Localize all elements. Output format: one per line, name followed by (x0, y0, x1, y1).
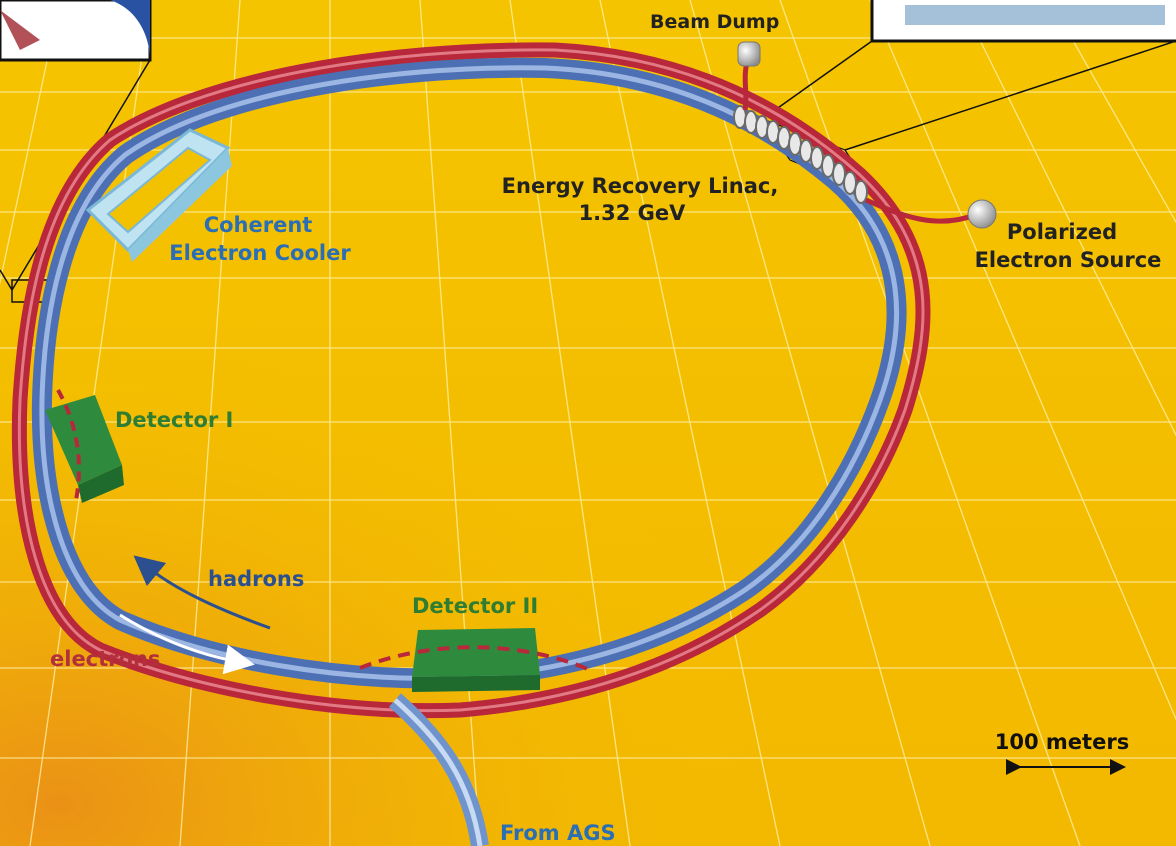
electrons-label: electrons (50, 647, 160, 671)
detector-one (45, 389, 124, 506)
coherent-electron-cooler (85, 128, 232, 262)
hadrons-direction-arrow (133, 555, 271, 630)
energy-recovery-linac (733, 105, 868, 204)
detector-two-label: Detector II (412, 594, 538, 618)
erl-label-line2: 1.32 GeV (579, 201, 687, 225)
source-label-line2: Electron Source (975, 248, 1162, 272)
cooler-label-line1: Coherent (204, 213, 313, 237)
polarized-electron-source (864, 197, 997, 229)
inset-top-right (758, 0, 1176, 197)
source-label-line1: Polarized (1007, 220, 1117, 244)
erl-label-line1: Energy Recovery Linac, (502, 174, 779, 198)
beam-dump-label: Beam Dump (650, 11, 779, 33)
from-ags-label: From AGS (500, 821, 616, 845)
electrons-direction-arrow (119, 613, 255, 675)
detector-one-label: Detector I (115, 408, 233, 432)
beam-dump (737, 41, 761, 111)
inset-top-left (0, 0, 152, 303)
detector-two (359, 628, 591, 692)
scale-label: 100 meters (995, 730, 1129, 754)
hadrons-label: hadrons (208, 567, 304, 591)
cooler-label-line2: Electron Cooler (169, 241, 351, 265)
